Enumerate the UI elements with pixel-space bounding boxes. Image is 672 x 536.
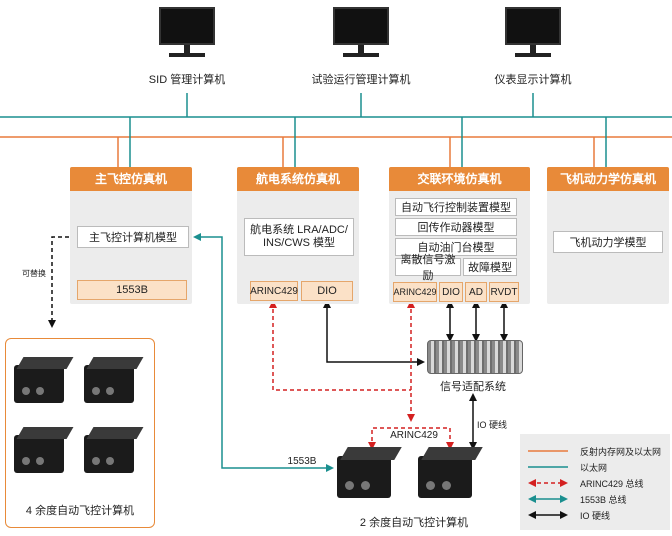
avionics-dio-port: DIO xyxy=(301,281,353,301)
replaceable-label: 可替换 xyxy=(22,269,46,278)
bus1553-link xyxy=(193,233,334,472)
signal-adapter-label: 信号适配系统 xyxy=(440,381,506,393)
arinc-avionics-link xyxy=(269,300,411,391)
two-redundancy-label: 2 余度自动飞控计算机 xyxy=(359,517,469,529)
main-1553b-port: 1553B xyxy=(77,280,187,300)
main-flight-control-sim-title: 主飞控仿真机 xyxy=(70,167,192,191)
legend-item-reflective-memory: 反射内存网及以太网 xyxy=(580,447,662,457)
flight-computer-unit-icon xyxy=(14,427,74,475)
cross-model-actuator: 回传作动器模型 xyxy=(395,218,517,236)
cross-link-sim-title: 交联环境仿真机 xyxy=(389,167,530,191)
flight-computer-unit-icon xyxy=(84,357,144,405)
avionics-arinc-port: ARINC429 xyxy=(250,281,298,301)
cross-ad-port: AD xyxy=(465,282,487,302)
avionics-sim-title: 航电系统仿真机 xyxy=(237,167,359,191)
cross-dio-port: DIO xyxy=(439,282,463,302)
four-redundancy-label: 4 余度自动飞控计算机 xyxy=(25,505,135,517)
display-computer-icon xyxy=(503,7,563,59)
legend-item-arinc429: ARINC429 总线 xyxy=(580,479,644,489)
display-computer-label: 仪表显示计算机 xyxy=(494,74,572,86)
cross-fault-model: 故障模型 xyxy=(463,258,517,276)
sid-computer-label: SID 管理计算机 xyxy=(148,74,226,86)
cross-model-throttle: 自动油门台模型 xyxy=(395,238,517,256)
avionics-dio-link xyxy=(323,300,425,366)
sid-computer-icon xyxy=(157,7,217,59)
replaceable-link xyxy=(48,233,78,328)
arinc-link-label: ARINC429 xyxy=(390,430,438,441)
cross-arinc-port: ARINC429 xyxy=(393,282,437,302)
dynamics-model: 飞机动力学模型 xyxy=(553,231,663,253)
trial-computer-icon xyxy=(331,7,391,59)
bus1553-link-label: 1553B xyxy=(287,456,317,467)
flight-computer-unit-icon xyxy=(418,447,483,499)
signal-adapter-hardware-icon xyxy=(427,340,523,374)
cross-discrete-signal: 离散信号激励 xyxy=(395,254,461,282)
legend-item-io: IO 硬线 xyxy=(580,511,611,521)
io-link-label: IO 硬线 xyxy=(477,420,508,430)
flight-computer-unit-icon xyxy=(14,357,74,405)
avionics-model: 航电系统 LRA/ADC/ INS/CWS 模型 xyxy=(244,218,354,256)
flight-computer-unit-icon xyxy=(84,427,144,475)
main-flight-control-model: 主飞控计算机模型 xyxy=(77,226,189,248)
legend-item-ethernet: 以太网 xyxy=(580,463,608,473)
arinc-redundant-link xyxy=(368,427,454,450)
avionics-model-text: 航电系统 LRA/ADC/ INS/CWS 模型 xyxy=(250,224,348,249)
dynamics-sim-title: 飞机动力学仿真机 xyxy=(547,167,669,191)
trial-computer-label: 试验运行管理计算机 xyxy=(311,74,411,86)
cross-model-auto-flight: 自动飞行控制装置模型 xyxy=(395,198,517,216)
legend-item-1553b: 1553B 总线 xyxy=(580,495,627,505)
flight-computer-unit-icon xyxy=(337,447,402,499)
cross-rvdt-port: RVDT xyxy=(489,282,519,302)
